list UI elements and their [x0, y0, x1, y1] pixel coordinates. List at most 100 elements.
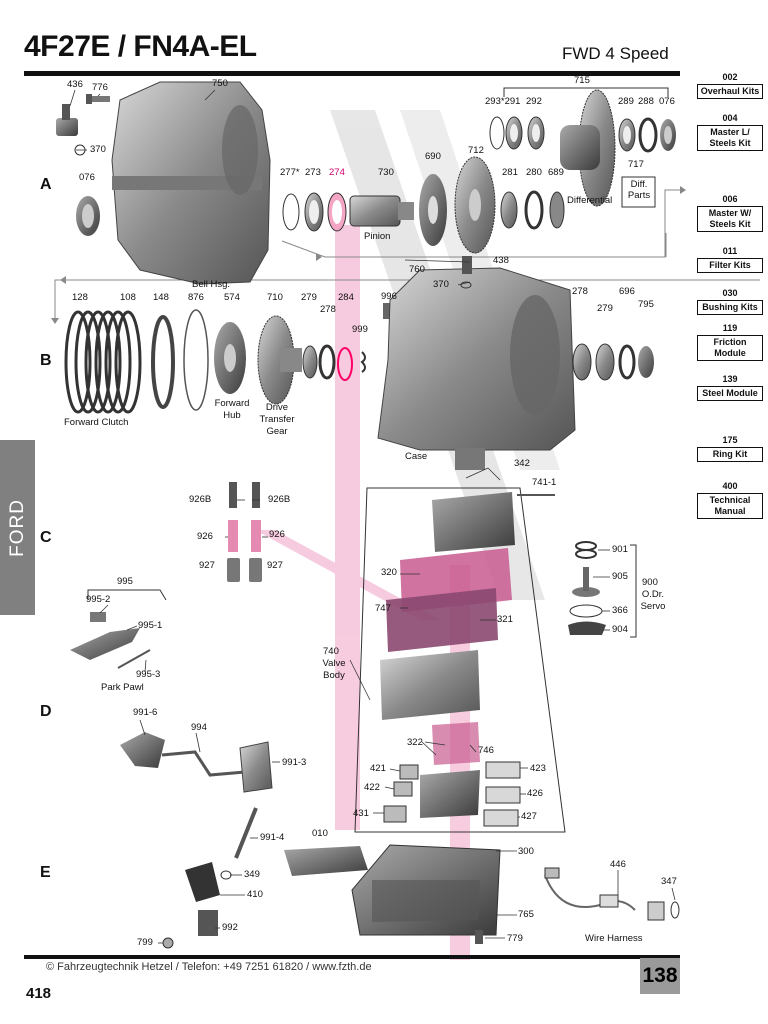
- part-label-366: 366: [612, 605, 628, 616]
- brand-side-tab: FORD: [0, 440, 35, 615]
- shim-696: [618, 344, 636, 380]
- bracket-900: [630, 544, 637, 638]
- plug-927-pair: [227, 558, 262, 582]
- spring-999: [360, 351, 366, 373]
- part-label-280: 280: [526, 167, 542, 178]
- header-divider: [24, 71, 680, 76]
- part-label-926b-right: 926B: [268, 494, 291, 505]
- footer-copyright: © Fahrzeugtechnik Hetzel / Telefon: +49 …: [46, 961, 372, 973]
- part-label-421: 421: [370, 763, 386, 774]
- part-label-427: 427: [521, 811, 537, 822]
- part-label-995-2: 995-2: [86, 594, 111, 605]
- overdrive-servo: [568, 541, 606, 635]
- gear-712: [454, 156, 496, 254]
- spring-926b-pair: [229, 482, 260, 508]
- part-label-108: 108: [120, 292, 136, 303]
- diff-parts-box: [621, 176, 656, 208]
- diff-parts-caption: Diff. Parts: [627, 179, 651, 201]
- bolt-779: [475, 930, 483, 944]
- row-letter-d: D: [40, 703, 52, 720]
- part-label-740: 740: [323, 646, 339, 657]
- o-ring-349: [220, 870, 232, 880]
- part-label-370-b: 370: [433, 279, 449, 290]
- drive-transfer-gear-710: [257, 315, 302, 405]
- bearing-274: [327, 192, 347, 232]
- part-label-926b-left: 926B: [189, 494, 212, 505]
- part-label-426: 426: [527, 788, 543, 799]
- part-label-926-right: 926: [269, 529, 285, 540]
- page-subtitle: FWD 4 Speed: [562, 44, 669, 63]
- shim-284: [337, 347, 353, 381]
- shim-277: [282, 193, 300, 231]
- part-label-347: 347: [661, 876, 677, 887]
- part-label-991-6: 991-6: [133, 707, 158, 718]
- part-label-991-4: 991-4: [260, 832, 285, 843]
- part-label-320: 320: [381, 567, 397, 578]
- part-label-284: 284: [338, 292, 354, 303]
- page-number-box: 138: [640, 958, 680, 994]
- part-label-710: 710: [267, 292, 283, 303]
- part-label-690: 690: [425, 151, 441, 162]
- flow-arrow-head: [316, 253, 322, 261]
- part-label-277: 277*: [280, 167, 300, 178]
- part-label-148: 148: [153, 292, 169, 303]
- part-label-779: 779: [507, 933, 523, 944]
- part-label-431: 431: [353, 808, 369, 819]
- part-label-446: 446: [610, 859, 626, 870]
- part-label-900: 900: [642, 577, 658, 588]
- page-number-left: 418: [26, 985, 52, 1002]
- valve-body-outline: [354, 487, 566, 833]
- row-letter-e: E: [40, 864, 51, 881]
- part-label-996: 996: [381, 291, 397, 302]
- transmission-case: [377, 267, 576, 470]
- part-label-342: 342: [514, 458, 530, 469]
- race-278: [318, 344, 336, 380]
- part-label-750: 750: [212, 78, 228, 89]
- part-label-076-right: 076: [659, 96, 675, 107]
- filter-010: [284, 846, 368, 876]
- part-label-293-291: 293*291: [485, 96, 521, 107]
- part-label-436: 436: [67, 79, 83, 90]
- bell-housing-caption: Bell Hsg.: [192, 279, 231, 290]
- overdrive-servo-caption: O.Dr. Servo: [640, 589, 666, 612]
- part-label-799: 799: [137, 937, 153, 948]
- breather-438: [462, 256, 472, 274]
- seal-076: [76, 196, 100, 236]
- bearing-281: [500, 191, 518, 229]
- lever-992: [198, 910, 218, 936]
- part-label-765: 765: [518, 909, 534, 920]
- snap-ring-876: [183, 309, 209, 411]
- part-label-128: 128: [72, 292, 88, 303]
- oil-pan-300: [351, 844, 501, 936]
- part-label-279-right: 279: [597, 303, 613, 314]
- part-label-991-3: 991-3: [282, 757, 307, 768]
- part-label-876: 876: [188, 292, 204, 303]
- part-label-995-3: 995-3: [136, 669, 161, 680]
- part-label-994: 994: [191, 722, 207, 733]
- part-label-370: 370: [90, 144, 106, 155]
- forward-hub-caption: Forward Hub: [214, 398, 250, 421]
- row-letter-c: C: [40, 529, 52, 546]
- part-label-776: 776: [92, 82, 108, 93]
- part-label-696: 696: [619, 286, 635, 297]
- race-288: [638, 117, 658, 153]
- part-label-901: 901: [612, 544, 628, 555]
- part-label-289: 289: [618, 96, 634, 107]
- part-label-689: 689: [548, 167, 564, 178]
- bearing-292: [527, 116, 545, 150]
- part-label-349: 349: [244, 869, 260, 880]
- o-ring-347: [670, 901, 680, 919]
- part-label-278-right: 278: [572, 286, 588, 297]
- forward-clutch-pack: [64, 310, 142, 414]
- row-letter-b: B: [40, 352, 52, 369]
- leader-lines: [69, 89, 676, 944]
- part-label-747: 747: [375, 603, 391, 614]
- part-label-274: 274: [329, 167, 345, 178]
- part-label-927-right: 927: [267, 560, 283, 571]
- valve-body-caption: Valve Body: [322, 658, 346, 681]
- seal-795: [638, 346, 654, 378]
